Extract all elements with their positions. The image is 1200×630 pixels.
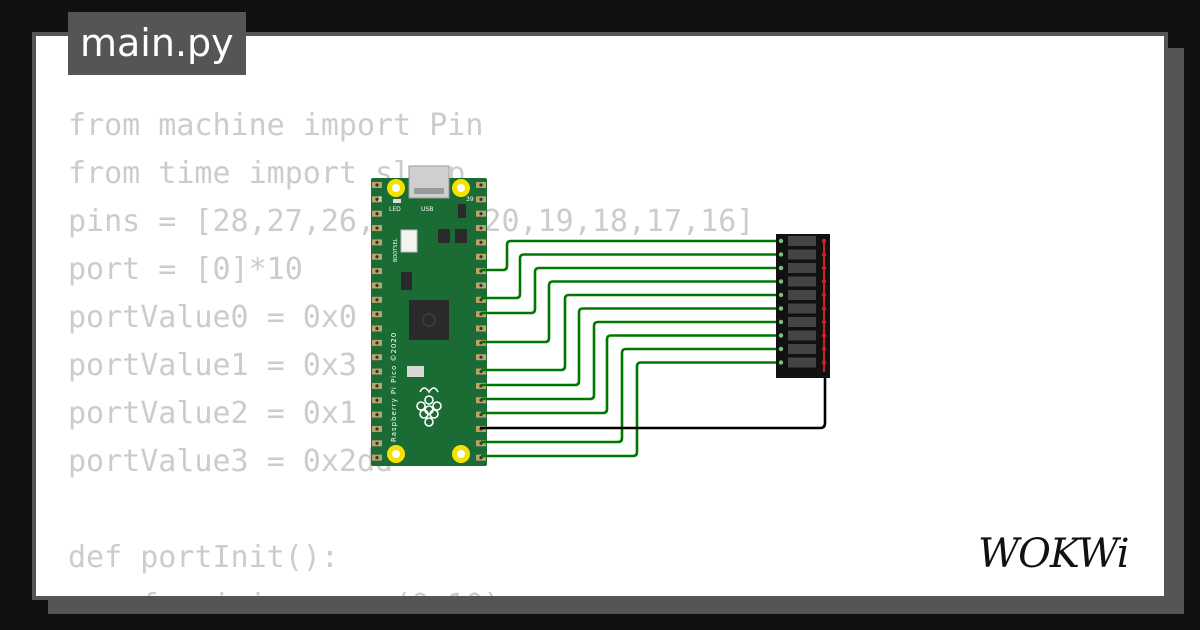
pin-hole-center <box>479 355 483 359</box>
pin-hole-center <box>375 298 379 302</box>
pin-label-2: 2 <box>378 196 382 203</box>
code-line: portValue2 = 0x1 <box>68 396 357 431</box>
code-line: port = [0]*10 <box>68 252 303 287</box>
led-pin-anode <box>778 252 784 257</box>
wokwi-wordmark: WOKWi <box>978 531 1129 575</box>
signal-wire <box>481 320 781 401</box>
raspberry-pi-logo-icon <box>416 387 442 427</box>
pin-hole-center <box>479 255 483 259</box>
onboard-led <box>393 199 401 203</box>
led-segment <box>788 317 816 327</box>
code-line: from machine import Pin <box>68 108 484 143</box>
signal-wire <box>481 347 781 444</box>
pin-hole-center <box>479 226 483 230</box>
pin-hole-center <box>375 427 379 431</box>
led-segment <box>788 290 816 300</box>
pin-hole-center <box>375 240 379 244</box>
signal-wire <box>481 361 781 458</box>
left-pin-header <box>372 182 382 461</box>
pin-hole-center <box>375 355 379 359</box>
wokwi-logo-icon: WOKWi <box>978 531 1130 575</box>
pin-hole-center <box>375 441 379 445</box>
led-segment <box>788 344 816 354</box>
led-pin-anode <box>778 238 784 244</box>
led-segment <box>788 276 816 287</box>
pin-hole-center <box>375 183 379 187</box>
led-pin-anode <box>778 279 784 284</box>
pin-hole-center <box>479 240 483 244</box>
led-label: LED <box>389 206 401 213</box>
pin-hole-center <box>375 413 379 417</box>
led-pin-anode <box>778 333 784 338</box>
signal-wire <box>481 334 781 415</box>
board-silkscreen: Raspberry Pi Pico ©2020 <box>390 332 398 442</box>
usb-label: USB <box>421 206 433 213</box>
pin-hole-center <box>375 283 379 288</box>
bootsel-label: BOOTSEL <box>393 238 399 262</box>
led-segment <box>788 249 816 260</box>
led-pin-anode <box>778 360 784 365</box>
pin-hole-center <box>375 226 379 230</box>
signal-wire <box>481 266 781 315</box>
pin-hole-center <box>479 283 483 288</box>
rp2040-chip <box>409 300 449 340</box>
pin-hole-center <box>479 197 483 201</box>
led-bar-segments <box>778 236 827 372</box>
led-pin-anode <box>778 292 784 298</box>
pin-hole-center <box>479 326 483 331</box>
pin-hole-center <box>375 255 379 259</box>
code-line: def portInit(): <box>68 540 339 575</box>
signal-wire <box>481 253 781 300</box>
pin-hole-center <box>375 197 379 201</box>
led-pin-anode <box>778 346 784 352</box>
code-line: for i in range(0,10): <box>68 582 754 596</box>
pin-hole-center <box>375 398 379 402</box>
signal-wire <box>481 280 781 344</box>
pin-hole-center <box>479 183 483 187</box>
code-line: portValue0 = 0x0 <box>68 300 357 335</box>
signal-wires <box>481 239 781 458</box>
pin-hole-center <box>375 212 379 216</box>
led-pin-anode <box>778 319 784 325</box>
led-segment <box>788 263 816 273</box>
signal-wire <box>481 239 781 272</box>
pin-hole-center <box>375 369 379 374</box>
pin-hole-center <box>479 212 483 216</box>
led-segment <box>788 357 816 368</box>
led-pin-anode <box>778 265 784 271</box>
ground-wire <box>480 372 827 430</box>
led-bar-graph[interactable] <box>776 234 830 378</box>
file-tab-main-py[interactable]: main.py <box>68 12 246 75</box>
pin-hole-center <box>375 456 379 460</box>
usb-connector-slot <box>414 188 444 194</box>
code-line: portValue1 = 0x3 <box>68 348 357 383</box>
signal-wire <box>481 293 781 372</box>
pin-hole-center <box>375 312 379 316</box>
led-segment <box>788 236 816 246</box>
led-pin-anode <box>778 306 784 311</box>
signal-wire <box>481 307 781 387</box>
led-segment <box>788 303 816 314</box>
pin-label-39: 39 <box>466 196 474 203</box>
wokwi-logo: WOKWi <box>978 527 1148 575</box>
pin-hole-center <box>375 269 379 273</box>
pin-hole-center <box>375 384 379 388</box>
pin-hole-center <box>375 341 379 345</box>
bootsel-button[interactable] <box>400 229 418 253</box>
led-segment <box>788 330 816 341</box>
raspberry-pi-pico-board[interactable]: 2 LED USB 39 BOOTSEL Raspberry Pi Pico ©… <box>371 165 487 466</box>
pin-hole-center <box>375 326 379 331</box>
